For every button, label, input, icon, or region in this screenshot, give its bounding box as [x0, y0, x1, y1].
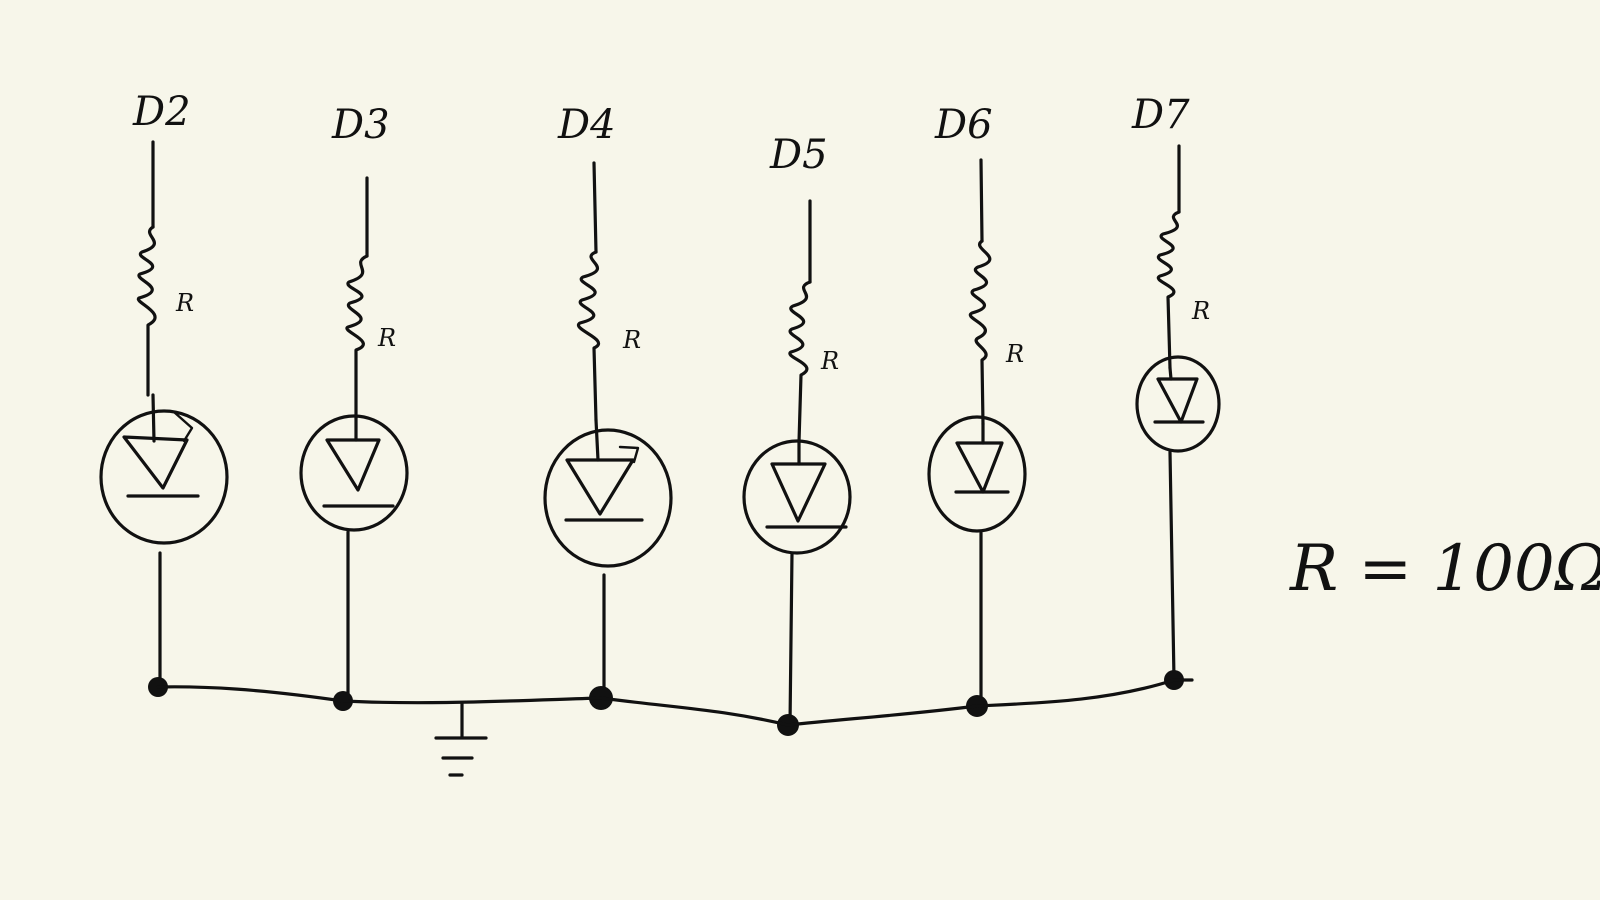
wire-bottom-d5: [788, 551, 794, 727]
resistor-icon-d2: [136, 225, 157, 397]
wire-top-d6: [979, 158, 984, 243]
led-icon-d5: [742, 439, 852, 555]
channel-d4: D4 R: [543, 102, 673, 710]
resistor-icon-d6: [968, 239, 992, 426]
led-icon-d7: [1135, 355, 1221, 453]
wire-top-d4: [592, 161, 598, 254]
resistor-label-d6: R: [1005, 340, 1024, 368]
resistor-label-d3: R: [377, 324, 396, 352]
resistor-icon-d3: [345, 254, 369, 420]
resistor-icon-d7: [1156, 210, 1181, 370]
channel-d5: D5 R: [742, 132, 852, 736]
resistor-label-d4: R: [622, 326, 641, 354]
ground-icon: [434, 702, 488, 777]
pin-label-d6: D6: [934, 102, 993, 148]
resistor-label-d5: R: [820, 347, 839, 375]
led-icon-d6: [927, 415, 1027, 533]
pin-label-d7: D7: [1131, 92, 1190, 138]
channel-d3: D3 R: [299, 102, 409, 711]
ground-bus-wire: [156, 678, 1194, 727]
pin-label-d4: D4: [557, 102, 616, 148]
wire-bottom-d7: [1168, 450, 1176, 681]
led-icon-d3: [299, 414, 409, 532]
pin-label-d2: D2: [132, 89, 191, 135]
channel-d7: D7 R: [1131, 92, 1221, 690]
resistor-value-note: R = 100Ω: [1289, 532, 1600, 606]
channel-d2: D2 R: [99, 89, 229, 697]
resistor-label-d7: R: [1191, 297, 1210, 325]
pin-label-d5: D5: [769, 132, 828, 178]
led-icon-d4: [543, 418, 673, 568]
resistor-icon-d5: [788, 280, 812, 444]
channel-d6: D6 R: [927, 102, 1027, 717]
led-icon-d2: [99, 393, 229, 545]
pin-label-d3: D3: [331, 102, 390, 148]
resistor-label-d2: R: [175, 289, 194, 317]
resistor-icon-d4: [576, 250, 600, 422]
